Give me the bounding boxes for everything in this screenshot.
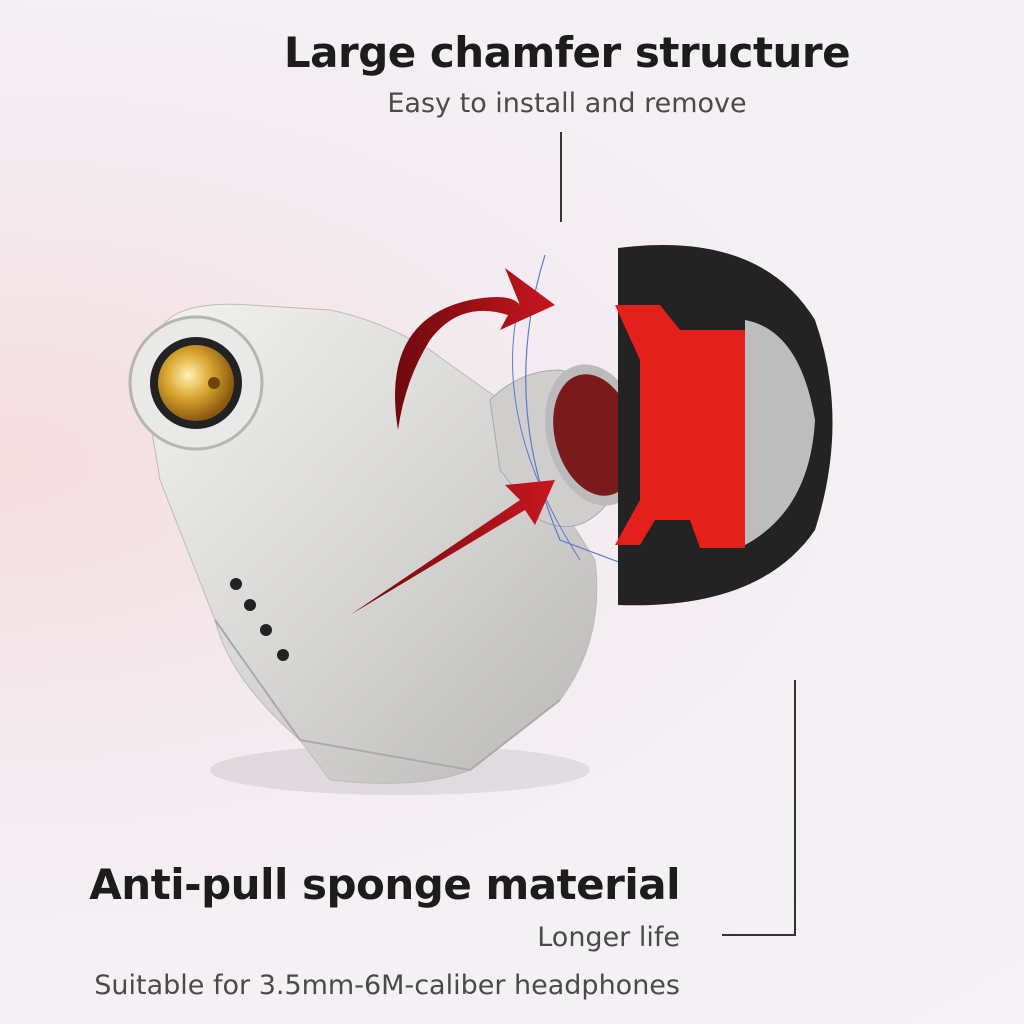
- arrow-straight: [350, 480, 555, 615]
- arrow-curved: [395, 268, 555, 430]
- mmcx-connector: [128, 315, 264, 451]
- bottom-callout-title: Anti-pull sponge material: [89, 860, 680, 909]
- bottom-callout-subtitle: Longer life: [537, 922, 680, 953]
- vent-holes: [230, 578, 289, 661]
- earphone-body: [149, 303, 598, 784]
- bottom-callout-note: Suitable for 3.5mm-6M-caliber headphones: [94, 970, 680, 1001]
- top-leader-line: [560, 132, 562, 222]
- top-callout-title: Large chamfer structure: [283, 28, 851, 77]
- red-core: [615, 305, 745, 548]
- bottom-leader-horizontal: [722, 934, 796, 936]
- bottom-leader-vertical: [794, 680, 796, 936]
- top-callout-subtitle: Easy to install and remove: [387, 88, 747, 119]
